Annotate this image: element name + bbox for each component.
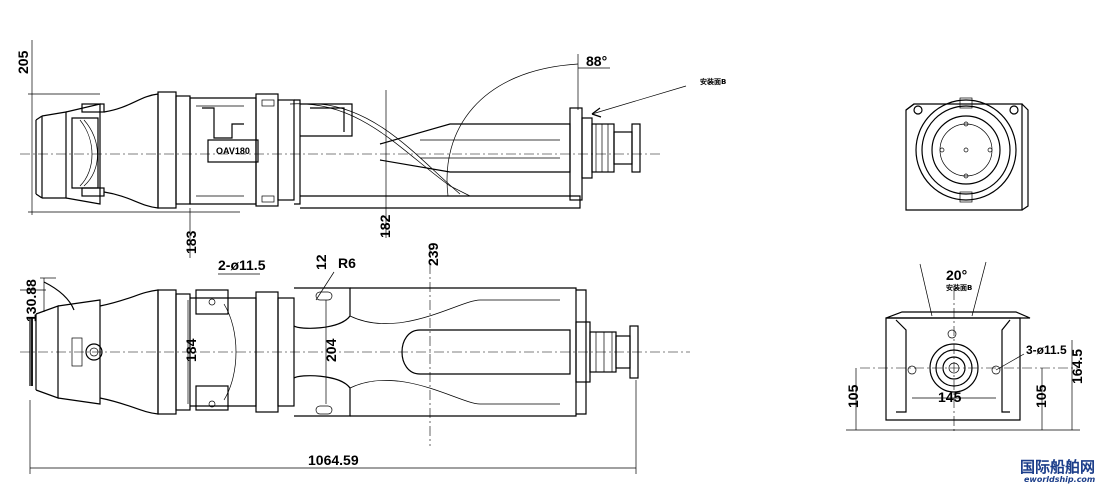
watermark-logo: 国际船舶网 eworldship.com [1020, 458, 1095, 484]
mount-face-label-end: 安装面B [946, 283, 972, 292]
angle-20: 20° [946, 267, 967, 283]
dim-239: 239 [425, 242, 441, 266]
elevation-view: OAV180 205 183 182 [15, 40, 726, 258]
dim-184: 184 [183, 338, 199, 362]
model-label: OAV180 [216, 146, 250, 156]
dim-205: 205 [15, 50, 31, 74]
watermark-url: eworldship.com [1024, 475, 1095, 484]
end-view-bottom: 20° 安装面B 3-ø11.5 105 145 105 164.5 [845, 261, 1085, 434]
dim-183: 183 [183, 230, 199, 254]
dim-204: 204 [323, 338, 339, 362]
end-view-top [905, 97, 1029, 211]
radius-r6: R6 [338, 255, 356, 271]
hole-label-3x: 3-ø11.5 [1026, 343, 1067, 357]
angle-88: 88° [586, 53, 607, 69]
dim-130-88: 130.88 [23, 279, 39, 322]
watermark-title: 国际船舶网 [1020, 458, 1095, 476]
plan-view: 130.88 2-ø11.5 12 R6 239 184 204 1064.59 [20, 242, 690, 474]
dim-12: 12 [313, 254, 329, 270]
dim-145: 145 [938, 389, 962, 405]
dim-105-right: 105 [1033, 384, 1049, 408]
overall-length: 1064.59 [308, 452, 359, 468]
dim-182: 182 [377, 214, 393, 238]
dim-105-left: 105 [845, 384, 861, 408]
mount-face-label-top: 安装面B [700, 77, 726, 86]
dim-164-5: 164.5 [1069, 349, 1085, 384]
hole-label-2x: 2-ø11.5 [218, 257, 266, 273]
